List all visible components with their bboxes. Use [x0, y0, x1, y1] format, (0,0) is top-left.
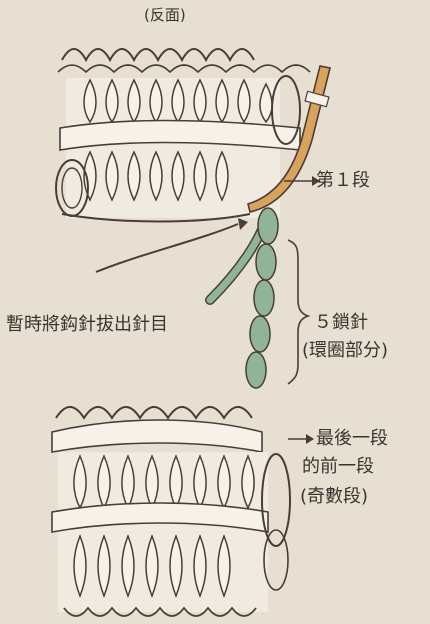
last-row-label-2: 的前一段 [302, 456, 374, 478]
row1-label: 第１段 [316, 170, 370, 192]
pull-hook-label: 暫時將鈎針拔出針目 [6, 314, 168, 336]
side-label: (反面) [144, 6, 186, 24]
last-row-arrow [288, 434, 314, 444]
chain-brace [288, 240, 308, 384]
chain-sub-label: (環圈部分) [302, 340, 388, 362]
lower-fabric [52, 407, 290, 616]
pull-arrow [96, 218, 248, 272]
chain-label: ５鎖針 [314, 312, 368, 334]
last-row-label-1: 最後一段 [316, 428, 388, 450]
last-row-label-3: (奇數段) [300, 486, 368, 508]
chain-stitches [210, 208, 278, 388]
